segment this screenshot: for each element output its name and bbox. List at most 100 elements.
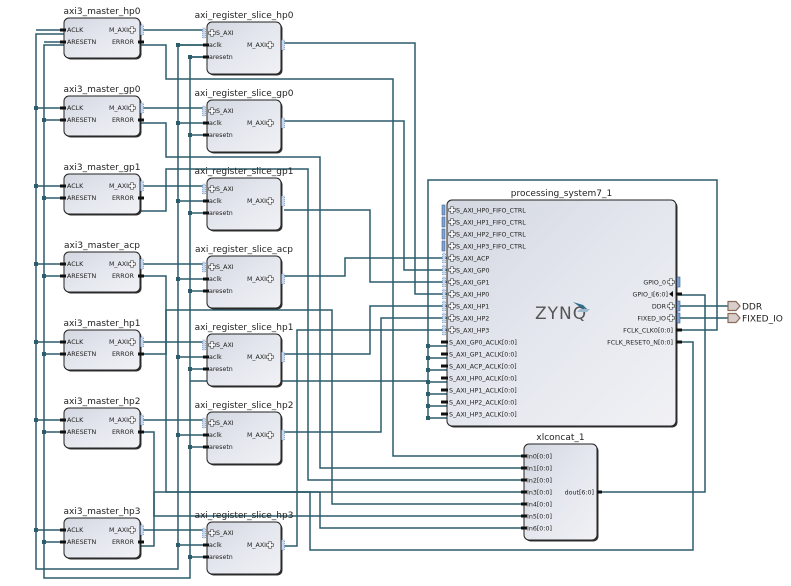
block-body[interactable] xyxy=(63,329,141,371)
bus-interface-icon xyxy=(266,541,274,549)
junction-dot xyxy=(42,540,46,544)
pin-label: ACLK xyxy=(67,417,84,424)
bus-port-connector[interactable] xyxy=(442,324,446,336)
bus-interface-icon xyxy=(208,263,216,271)
bus-port-connector[interactable] xyxy=(442,264,446,276)
bus-port-connector[interactable] xyxy=(140,102,144,114)
block-body[interactable] xyxy=(63,173,141,215)
block-body[interactable] xyxy=(206,21,282,75)
bus-port-connector[interactable] xyxy=(281,195,285,207)
pin-label: ERROR xyxy=(112,539,135,546)
bus-port-connector[interactable] xyxy=(442,288,446,300)
bus-port-connector[interactable] xyxy=(140,258,144,270)
block-body[interactable] xyxy=(206,411,282,465)
junction-dot xyxy=(426,404,430,408)
block-body[interactable] xyxy=(206,255,282,309)
block-body[interactable] xyxy=(63,95,141,137)
block-body[interactable] xyxy=(63,251,141,293)
net-wire xyxy=(284,329,447,547)
bus-port-connector[interactable] xyxy=(281,429,285,441)
block-body[interactable] xyxy=(206,333,282,387)
pin-label: S_AXI_ACP xyxy=(456,256,489,263)
bus-port-connector[interactable] xyxy=(140,414,144,426)
bus-port-connector[interactable] xyxy=(140,180,144,192)
bus-port-connector[interactable] xyxy=(202,417,206,429)
bus-port-connector[interactable] xyxy=(202,261,206,273)
pin-label: aresetn xyxy=(209,444,233,451)
bus-port-connector[interactable] xyxy=(202,527,206,539)
processing-system7-block[interactable]: processing_system7_1S_AXI_HP0_FIFO_CTRLS… xyxy=(441,189,682,428)
bus-port-connector[interactable] xyxy=(442,300,446,312)
slice-block-axi-register-slice-hp2[interactable]: axi_register_slice_hp2S_AXIaclkaresetnM_… xyxy=(195,401,294,466)
junction-dot xyxy=(42,118,46,122)
slice-block-axi-register-slice-hp0[interactable]: axi_register_slice_hp0S_AXIaclkaresetnM_… xyxy=(195,11,294,76)
pin-label: In5[0:0] xyxy=(527,514,552,521)
slice-block-axi-register-slice-hp1[interactable]: axi_register_slice_hp1S_AXIaclkaresetnM_… xyxy=(195,323,294,388)
bus-port-connector[interactable] xyxy=(202,183,206,195)
block-body[interactable] xyxy=(63,17,141,59)
bus-port-connector[interactable] xyxy=(140,524,144,536)
junction-dot xyxy=(188,133,192,137)
bus-port-connector[interactable] xyxy=(281,39,285,51)
bus-port-connector[interactable] xyxy=(281,273,285,285)
bus-port-connector[interactable] xyxy=(441,204,446,216)
bus-port-connector[interactable] xyxy=(676,276,681,288)
block-body[interactable] xyxy=(446,199,677,427)
block-body[interactable] xyxy=(63,517,141,559)
port-shape-icon[interactable] xyxy=(727,300,741,312)
bus-port-connector[interactable] xyxy=(441,216,446,228)
bus-port-connector[interactable] xyxy=(676,312,681,324)
net-wire xyxy=(140,44,524,457)
pin-label: M_AXI xyxy=(109,261,128,268)
junction-dot xyxy=(188,367,192,371)
bus-port-connector[interactable] xyxy=(202,339,206,351)
junction-dot xyxy=(176,199,180,203)
block-title: axi3_master_acp xyxy=(64,241,140,251)
slice-block-axi-register-slice-acp[interactable]: axi_register_slice_acpS_AXIaclkaresetnM_… xyxy=(195,245,293,310)
bus-port-connector[interactable] xyxy=(442,276,446,288)
pin-label: M_AXI xyxy=(109,27,128,34)
port-shape-icon[interactable] xyxy=(727,312,741,324)
block-body[interactable] xyxy=(206,521,282,575)
bus-port-connector[interactable] xyxy=(442,252,446,264)
bus-port-connector[interactable] xyxy=(281,117,285,129)
bus-port-connector[interactable] xyxy=(676,300,681,312)
bus-port-connector[interactable] xyxy=(281,351,285,363)
bus-port-connector[interactable] xyxy=(202,27,206,39)
bus-port-connector[interactable] xyxy=(140,24,144,36)
block-body[interactable] xyxy=(206,99,282,153)
junction-dot xyxy=(42,352,46,356)
bus-interface-icon xyxy=(266,41,274,49)
pin-label: M_AXI xyxy=(109,183,128,190)
pin-label: In1[0:0] xyxy=(527,466,552,473)
slice-block-axi-register-slice-gp1[interactable]: axi_register_slice_gp1S_AXIaclkaresetnM_… xyxy=(195,167,294,232)
bus-port-connector[interactable] xyxy=(441,240,446,252)
pin-label: aresetn xyxy=(209,288,233,295)
bus-port-connector[interactable] xyxy=(441,228,446,240)
block-title: axi3_master_hp1 xyxy=(64,319,141,329)
bus-port-connector[interactable] xyxy=(140,336,144,348)
bus-port-connector[interactable] xyxy=(442,312,446,324)
external-port-fixed-io[interactable]: FIXED_IO xyxy=(727,312,783,325)
junction-dot xyxy=(42,274,46,278)
slice-block-axi-register-slice-gp0[interactable]: axi_register_slice_gp0S_AXIaclkaresetnM_… xyxy=(195,89,294,154)
net-wire xyxy=(284,120,447,271)
slice-block-axi-register-slice-hp3[interactable]: axi_register_slice_hp3S_AXIaclkaresetnM_… xyxy=(195,511,294,576)
block-title: axi_register_slice_gp0 xyxy=(195,89,294,99)
block-body[interactable] xyxy=(63,407,141,449)
block-body[interactable] xyxy=(206,177,282,231)
external-port-ddr[interactable]: DDR xyxy=(727,300,762,313)
bus-port-connector[interactable] xyxy=(202,105,206,117)
xlconcat-block[interactable]: xlconcat_1In0[0:0]In1[0:0]In2[0:0]In3[0:… xyxy=(521,433,602,542)
bus-interface-icon xyxy=(448,206,456,214)
bus-port-connector[interactable] xyxy=(281,539,285,551)
pin-label: S_AXI_HP1 xyxy=(456,304,489,311)
